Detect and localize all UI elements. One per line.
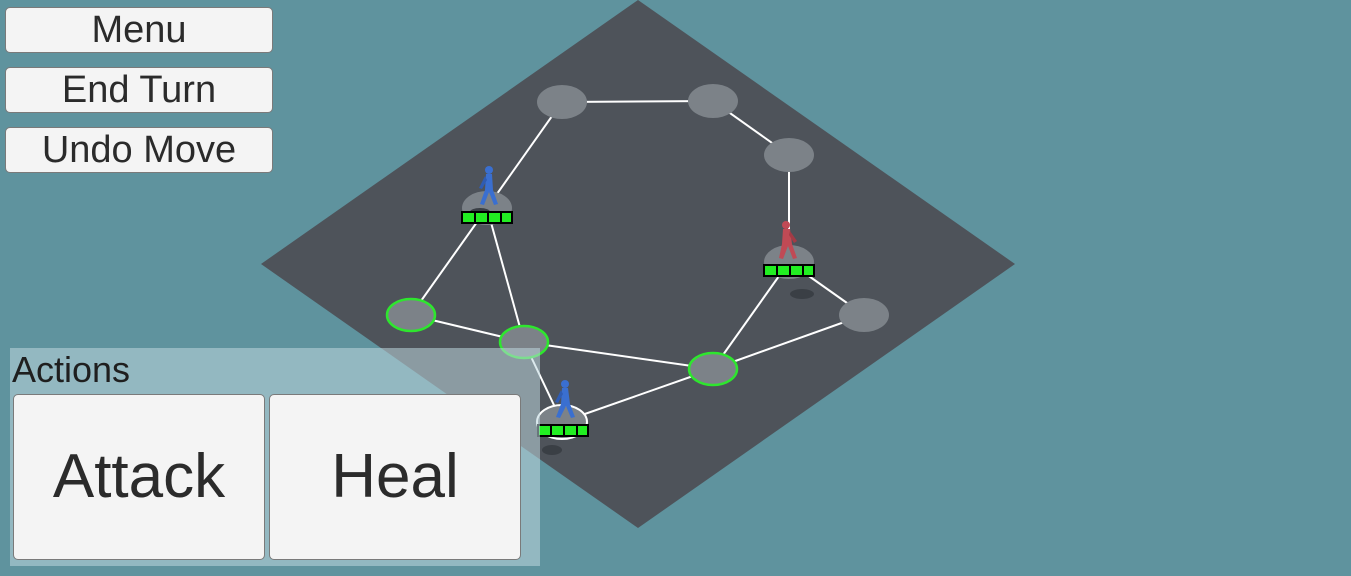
unit-body xyxy=(480,174,498,205)
unit-arm xyxy=(479,176,487,189)
unit-head xyxy=(485,166,493,174)
unit-body xyxy=(779,229,797,259)
edge xyxy=(561,368,714,423)
edge xyxy=(712,261,790,370)
enemy-unit-1[interactable] xyxy=(763,221,815,299)
unit-arm xyxy=(555,390,563,403)
unit-shadow xyxy=(790,289,814,299)
undo-move-button[interactable]: Undo Move xyxy=(5,127,273,173)
board-node[interactable] xyxy=(764,138,814,172)
edge xyxy=(561,100,714,103)
reachable-node[interactable] xyxy=(385,297,437,333)
actions-panel: Actions Attack Heal xyxy=(10,348,540,566)
unit-arm xyxy=(789,231,797,243)
reachable-node[interactable] xyxy=(687,351,739,387)
edge xyxy=(712,314,865,370)
unit-shadow xyxy=(542,445,562,455)
attack-button[interactable]: Attack xyxy=(13,394,265,560)
heal-button[interactable]: Heal xyxy=(269,394,521,560)
end-turn-button[interactable]: End Turn xyxy=(5,67,273,113)
edge xyxy=(523,341,714,370)
board-node[interactable] xyxy=(537,85,587,119)
menu-button[interactable]: Menu xyxy=(5,7,273,53)
unit-head xyxy=(782,221,790,229)
edge xyxy=(410,207,488,316)
player-unit-1[interactable] xyxy=(461,166,513,224)
health-bar xyxy=(461,211,513,224)
unit-head xyxy=(561,380,569,388)
edge xyxy=(486,207,525,343)
health-bar xyxy=(537,424,589,437)
unit-body xyxy=(556,388,575,418)
board-node[interactable] xyxy=(839,298,889,332)
board-node[interactable] xyxy=(688,84,738,118)
edge xyxy=(486,101,563,209)
health-bar xyxy=(763,264,815,277)
actions-title: Actions xyxy=(12,349,131,390)
player-unit-2[interactable] xyxy=(537,380,589,455)
